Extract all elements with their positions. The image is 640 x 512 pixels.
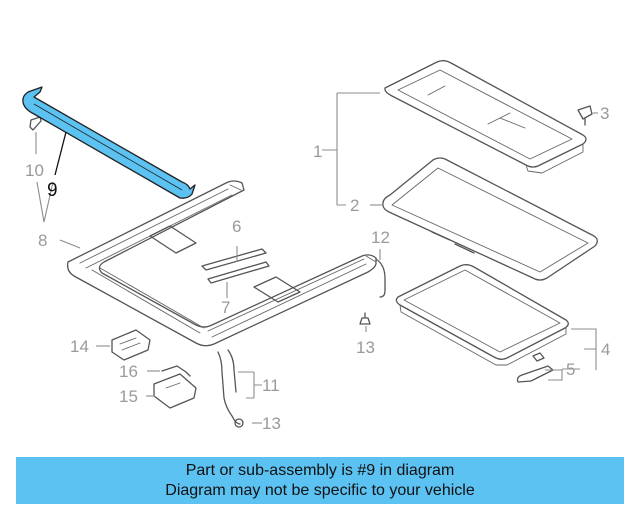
callout-13-lower: 13	[262, 414, 281, 433]
callout-11: 11	[262, 376, 280, 395]
callout-16: 16	[119, 362, 138, 381]
callout-6: 6	[232, 217, 241, 236]
callout-2: 2	[350, 196, 359, 215]
glass-panel	[384, 60, 587, 174]
callout-3: 3	[600, 104, 609, 123]
callout-10: 10	[25, 161, 44, 180]
banner-line-1: Part or sub-assembly is #9 in diagram	[185, 461, 455, 479]
callout-12: 12	[371, 228, 390, 247]
callout-7: 7	[221, 298, 230, 317]
callout-5: 5	[566, 360, 575, 379]
latch-part	[516, 352, 554, 383]
deflector-clip	[29, 116, 42, 131]
part-info-banner: Part or sub-assembly is #9 in diagram Di…	[16, 457, 624, 504]
mount-plate	[153, 365, 197, 409]
leader-lines	[35, 92, 598, 424]
bracket-part	[111, 329, 151, 361]
callout-4: 4	[601, 340, 610, 359]
banner-line-2: Diagram may not be specific to your vehi…	[165, 481, 475, 499]
wind-deflector-highlighted	[22, 86, 196, 199]
callout-8: 8	[38, 231, 47, 250]
callout-9: 9	[47, 180, 58, 201]
clip-part	[577, 105, 593, 126]
parts-diagram: 1 2 3 4 5 6 7 8 9 10 11 12 13 13 14 16 1…	[22, 60, 610, 433]
sunroof-frame	[66, 180, 377, 347]
grommet-part	[359, 312, 371, 325]
callout-15: 15	[119, 387, 138, 406]
sunshade-panel	[395, 264, 569, 366]
drain-hose-front	[217, 349, 244, 428]
weatherstrip-ring	[382, 157, 598, 281]
callout-13-upper: 13	[356, 338, 375, 357]
drain-hose-rear	[375, 258, 386, 298]
callout-14: 14	[70, 337, 89, 356]
guide-rails	[201, 248, 270, 284]
callout-1: 1	[313, 142, 322, 161]
